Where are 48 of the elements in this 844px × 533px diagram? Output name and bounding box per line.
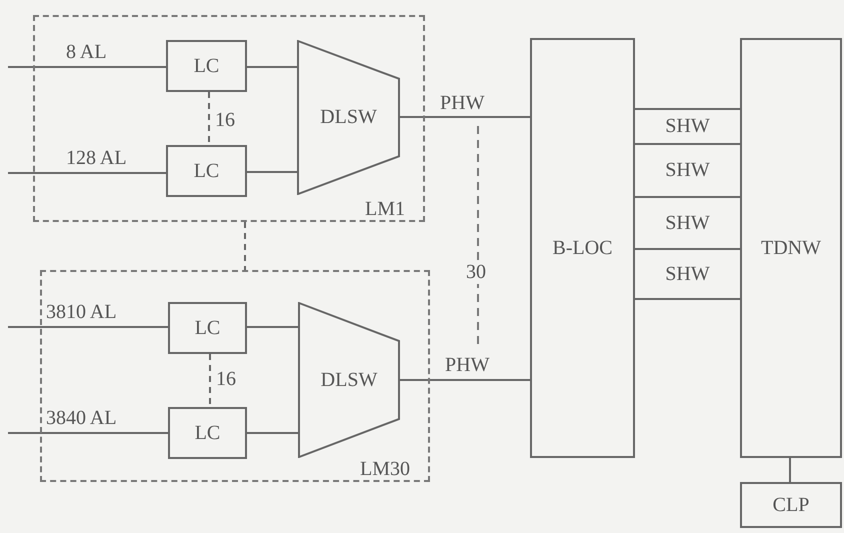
dashed-connector	[208, 92, 210, 145]
switch-trapezoid	[298, 302, 400, 458]
block-box	[166, 40, 247, 92]
edge-label: 16	[216, 369, 236, 389]
connector-line	[247, 326, 298, 328]
node-label: DLSW	[320, 106, 377, 129]
module-label: LM30	[360, 458, 410, 480]
node-label: SHW	[665, 262, 710, 286]
node-label: TDNW	[761, 236, 821, 260]
block-box	[168, 407, 247, 459]
connector-line	[8, 326, 168, 328]
block-box	[168, 302, 247, 354]
connector-line	[247, 432, 298, 434]
connector-line	[400, 116, 530, 118]
connector-line	[8, 172, 166, 174]
edge-label: PHW	[440, 93, 484, 113]
node-label: SHW	[665, 212, 710, 234]
node-label: LC	[194, 316, 220, 340]
block-box	[740, 482, 842, 528]
connector-line	[8, 66, 166, 68]
module-group	[33, 15, 425, 222]
node-label: B-LOC	[552, 236, 612, 260]
connector-line	[247, 171, 297, 173]
node-label: LC	[194, 160, 220, 182]
connector-line	[400, 379, 530, 381]
switch-trapezoid	[297, 40, 400, 195]
node-label: LC	[194, 422, 220, 444]
dashed-connector	[244, 222, 246, 270]
edge-label: 8 AL	[66, 42, 107, 62]
dashed-connector	[209, 354, 211, 407]
node-label: DLSW	[320, 368, 378, 392]
block-box	[166, 145, 247, 197]
node-label: CLP	[772, 494, 810, 516]
edge-label: 128 AL	[66, 148, 127, 168]
connector-line	[247, 66, 297, 68]
edge-label: 3840 AL	[46, 408, 117, 428]
module-group	[40, 270, 430, 482]
edge-label: 16	[215, 110, 235, 130]
module-label: LM1	[365, 198, 405, 220]
block-box	[740, 38, 842, 458]
node-label: SHW	[665, 159, 710, 182]
edge-label: PHW	[445, 355, 490, 375]
connector-line	[789, 458, 791, 482]
connector-line	[8, 432, 168, 434]
node-label: LC	[194, 54, 220, 78]
edge-label: 3810 AL	[46, 302, 117, 322]
block-box	[530, 38, 635, 458]
node-label: SHW	[665, 115, 710, 138]
